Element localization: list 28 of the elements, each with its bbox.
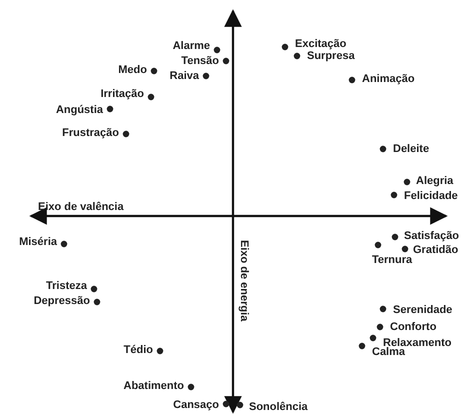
point-label: Tédio [124,344,153,357]
point-label: Sonolência [249,401,308,414]
point-label: Tristeza [46,280,87,293]
point-label: Surpresa [307,50,355,63]
point-label: Ternura [372,254,412,267]
point-label: Calma [372,346,406,359]
point-label: Tensão [181,55,219,68]
point-label: Irritação [100,88,144,101]
point-label: Gratidão [413,244,458,257]
point-label: Miséria [19,236,57,249]
point-label: Excitação [295,38,346,51]
point-label: Serenidade [393,304,452,317]
point-label: Deleite [393,143,430,156]
point-label: Conforto [390,321,436,334]
point-label: Medo [118,64,147,77]
point-label: Satisfação [404,230,460,243]
point-label: Alegria [416,175,454,188]
point-label: Frustração [62,127,119,140]
axis-label: Eixo de energia [237,240,250,322]
axis-label: Eixo de valência [38,201,124,214]
point-label: Raiva [170,70,199,83]
point-label: Cansaço [173,399,219,412]
point-label: Alarme [172,40,210,53]
point-label: Felicidade [404,190,458,203]
point-label: Animação [362,73,415,86]
point-label: Abatimento [124,380,184,393]
point-label: Depressão [34,295,90,308]
point-label: Angústia [56,104,103,117]
